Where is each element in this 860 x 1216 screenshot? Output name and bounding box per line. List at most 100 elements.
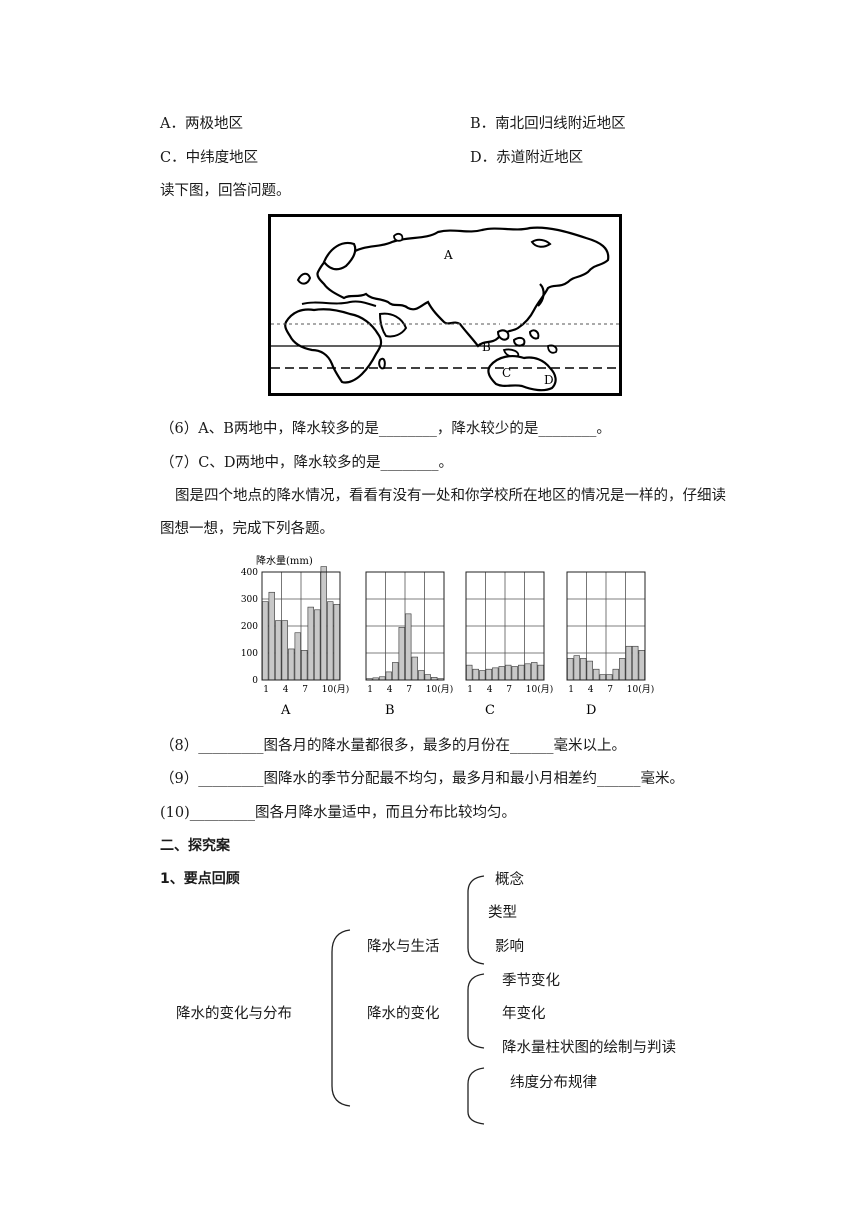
panel-label-d: D	[586, 703, 596, 718]
panel-frame	[365, 571, 445, 681]
option-b: B．南北回归线附近地区	[470, 116, 626, 132]
bar	[262, 601, 269, 681]
question-6: （6）A、B两地中，降水较多的是________，降水较少的是________。	[160, 421, 611, 437]
section-2-title: 二、探究案	[160, 838, 230, 854]
bar	[333, 604, 340, 681]
bar	[472, 668, 479, 681]
bar	[424, 674, 431, 681]
question-8: （8）_________图各月的降水量都很多，最多的月份在______毫米以上。	[160, 738, 626, 754]
x-tick-label: 7	[607, 685, 613, 695]
x-tick-label: 1	[467, 685, 473, 695]
bar	[307, 606, 314, 681]
mindmap-leaf-latitude: 纬度分布规律	[510, 1075, 597, 1091]
bar	[405, 613, 412, 681]
brace-root	[331, 929, 351, 1107]
read-map-instruction: 读下图，回答问题。	[160, 183, 291, 199]
x-tick-label: 10(月)	[322, 684, 349, 695]
bar	[327, 601, 334, 681]
map-label-a: A	[443, 248, 453, 262]
bar	[606, 674, 613, 681]
x-tick-label: 7	[506, 685, 512, 695]
question-10: (10)_________图各月降水量适中，而且分布比较均匀。	[160, 805, 517, 821]
question-7: （7）C、D两地中，降水较多的是________。	[160, 455, 453, 471]
bar	[492, 667, 499, 681]
mindmap-braces	[331, 875, 485, 1125]
x-tick-label: 4	[588, 685, 594, 695]
bar	[619, 658, 626, 681]
review-heading: 1、要点回顾	[160, 871, 240, 887]
bar	[498, 666, 505, 681]
brace-life	[467, 875, 485, 965]
x-tick-label: 1	[568, 685, 574, 695]
y-tick-label: 100	[241, 649, 258, 659]
intro-line-1: 图是四个地点的降水情况，看看有没有一处和你学校所在地区的情况是一样的，仔细读	[175, 488, 726, 504]
panel-label-b: B	[385, 703, 395, 718]
mindmap-branch-life: 降水与生活	[367, 939, 440, 955]
bar	[567, 658, 574, 681]
brace-distribution	[467, 1067, 485, 1125]
panel-frame	[465, 571, 545, 681]
bar	[485, 668, 492, 681]
y-tick-label: 300	[241, 595, 258, 605]
map-label-c: C	[502, 366, 511, 380]
bar	[418, 670, 425, 681]
x-tick-label: 7	[302, 685, 308, 695]
bar	[275, 620, 282, 681]
bar	[385, 671, 392, 681]
option-d: D．赤道附近地区	[470, 150, 584, 166]
panel-label-c: C	[485, 703, 495, 718]
bar	[537, 664, 544, 681]
bar	[518, 664, 525, 681]
bar	[625, 645, 632, 681]
bar	[593, 668, 600, 681]
mindmap-leaf-annual: 年变化	[502, 1006, 546, 1022]
x-tick-label: 1	[263, 685, 269, 695]
bar	[411, 656, 418, 681]
bar	[573, 655, 580, 681]
x-tick-label: 7	[406, 685, 412, 695]
y-tick-label: 0	[252, 676, 258, 686]
intro-line-2: 图想一想，完成下列各题。	[160, 521, 334, 537]
bar	[301, 650, 308, 681]
x-tick-label: 10(月)	[526, 684, 553, 695]
world-map: A B C D	[268, 214, 622, 396]
bar	[294, 632, 301, 681]
x-tick-label: 10(月)	[627, 684, 654, 695]
panel-frame	[566, 571, 646, 681]
mindmap-branch-change: 降水的变化	[367, 1006, 440, 1022]
mindmap-leaf-seasonal: 季节变化	[502, 973, 560, 989]
panel-label-a: A	[280, 703, 291, 718]
x-tick-label: 1	[367, 685, 373, 695]
y-axis-title: 降水量(mm)	[256, 554, 313, 567]
map-label-d: D	[544, 373, 554, 387]
map-label-b: B	[482, 340, 491, 354]
bar	[531, 662, 538, 681]
bar	[638, 650, 645, 681]
bar	[314, 609, 321, 681]
bar	[479, 670, 486, 681]
option-a: A．两极地区	[160, 116, 243, 132]
bar	[288, 648, 295, 681]
mindmap-root: 降水的变化与分布	[176, 1006, 292, 1022]
x-tick-label: 10(月)	[426, 684, 453, 695]
x-tick-label: 4	[487, 685, 493, 695]
brace-change	[467, 973, 485, 1049]
bar	[599, 674, 606, 681]
bar	[580, 658, 587, 681]
bar	[281, 620, 288, 681]
bar	[398, 627, 405, 681]
x-tick-label: 4	[387, 685, 393, 695]
bar	[586, 660, 593, 681]
bar	[320, 566, 327, 681]
mindmap-leaf-chart: 降水量柱状图的绘制与判读	[502, 1040, 676, 1056]
mindmap-leaf-type: 类型	[488, 905, 517, 921]
option-c: C．中纬度地区	[160, 150, 259, 166]
mindmap-leaf-concept: 概念	[495, 872, 524, 888]
mindmap-leaf-impact: 影响	[495, 939, 524, 955]
bar	[524, 663, 531, 681]
question-9: （9）_________图降水的季节分配最不均匀，最多月和最小月相差约_____…	[160, 771, 684, 787]
x-tick-label: 4	[283, 685, 289, 695]
bar	[466, 664, 473, 681]
bar	[511, 666, 518, 681]
